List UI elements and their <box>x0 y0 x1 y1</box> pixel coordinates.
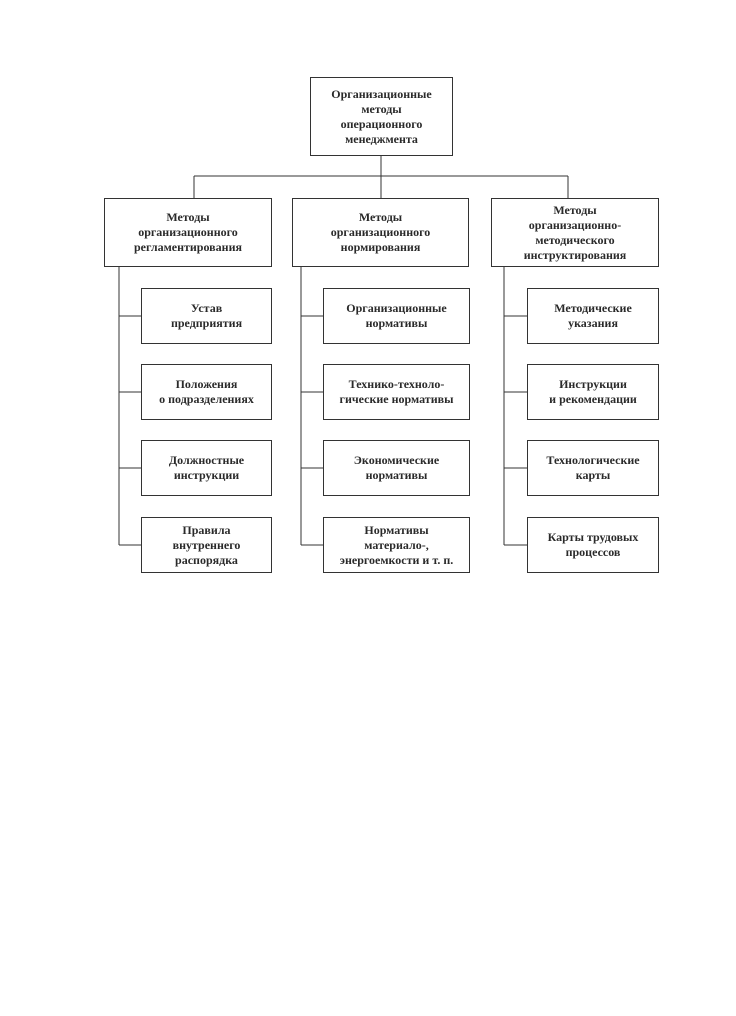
column-header-regulation: Методы организационного регламентировани… <box>104 198 272 267</box>
node-internal-rules: Правила внутреннего распорядка <box>141 517 272 573</box>
column-header-normalization: Методы организационного нормирования <box>292 198 469 267</box>
root-node: Организационные методы операционного мен… <box>310 77 453 156</box>
node-technical-norms: Технико-техноло- гические нормативы <box>323 364 470 420</box>
node-economic-norms: Экономические нормативы <box>323 440 470 496</box>
node-labor-process-maps: Карты трудовых процессов <box>527 517 659 573</box>
node-charter: Устав предприятия <box>141 288 272 344</box>
node-methodical-guidelines: Методические указания <box>527 288 659 344</box>
node-material-energy-norms: Нормативы материало-, энергоемкости и т.… <box>323 517 470 573</box>
node-organizational-norms: Организационные нормативы <box>323 288 470 344</box>
node-job-descriptions: Должностные инструкции <box>141 440 272 496</box>
node-technological-maps: Технологические карты <box>527 440 659 496</box>
node-department-regulations: Положения о подразделениях <box>141 364 272 420</box>
column-header-instruction: Методы организационно- методического инс… <box>491 198 659 267</box>
node-instructions-recommendations: Инструкции и рекомендации <box>527 364 659 420</box>
